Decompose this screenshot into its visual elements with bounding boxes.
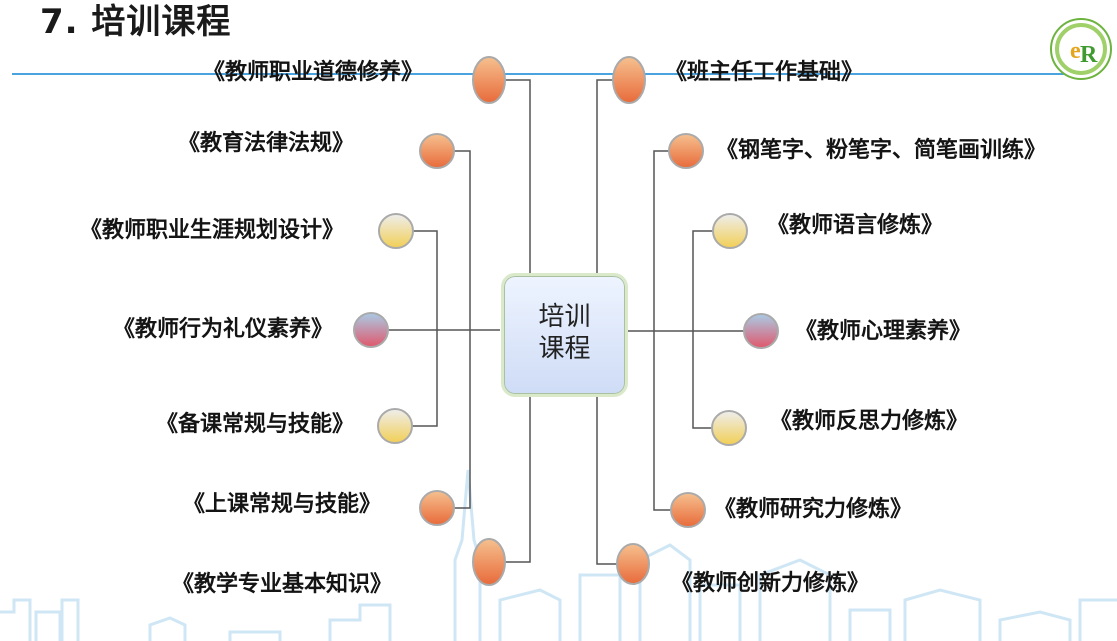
center-label-line2: 课程 <box>538 334 591 364</box>
svg-text:R: R <box>1080 42 1098 68</box>
bubble-right-5 <box>711 410 747 446</box>
bubble-left-7 <box>472 538 506 586</box>
bubble-left-4 <box>353 312 389 348</box>
course-right-5: 《教师反思力修炼》 <box>770 409 969 434</box>
center-label-line1: 培训 <box>538 302 591 332</box>
course-left-5: 《备课常规与技能》 <box>156 412 355 437</box>
center-node: 培训 课程 <box>501 273 628 397</box>
bubble-right-3 <box>712 213 748 249</box>
course-left-1: 《教师职业道德修养》 <box>203 60 424 85</box>
course-left-4: 《教师行为礼仪素养》 <box>113 317 334 342</box>
course-left-2: 《教育法律法规》 <box>178 131 355 156</box>
bubble-left-5 <box>377 408 413 444</box>
course-right-6: 《教师研究力修炼》 <box>714 497 913 522</box>
course-right-3: 《教师语言修炼》 <box>767 213 944 238</box>
bubble-right-1 <box>612 56 646 104</box>
course-left-7: 《教学专业基本知识》 <box>172 572 393 597</box>
bubble-left-6 <box>419 490 455 526</box>
course-right-2: 《钢笔字、粉笔字、简笔画训练》 <box>716 138 1047 163</box>
course-right-1: 《班主任工作基础》 <box>665 60 864 85</box>
course-left-3: 《教师职业生涯规划设计》 <box>80 218 345 243</box>
page-title: 7. 培训课程 <box>40 2 232 42</box>
bubble-left-1 <box>472 56 506 104</box>
course-right-4: 《教师心理素养》 <box>795 319 972 344</box>
svg-text:e: e <box>1070 38 1081 64</box>
course-left-6: 《上课常规与技能》 <box>183 492 382 517</box>
bubble-right-2 <box>668 133 704 169</box>
logo-icon: e R <box>1050 18 1112 80</box>
bubble-right-4 <box>743 313 779 349</box>
bubble-right-6 <box>670 492 706 528</box>
bubble-left-3 <box>378 213 414 249</box>
bubble-left-2 <box>419 133 455 169</box>
title-underline <box>12 73 1067 75</box>
bubble-right-7 <box>616 543 650 585</box>
course-right-7: 《教师创新力修炼》 <box>671 571 870 596</box>
